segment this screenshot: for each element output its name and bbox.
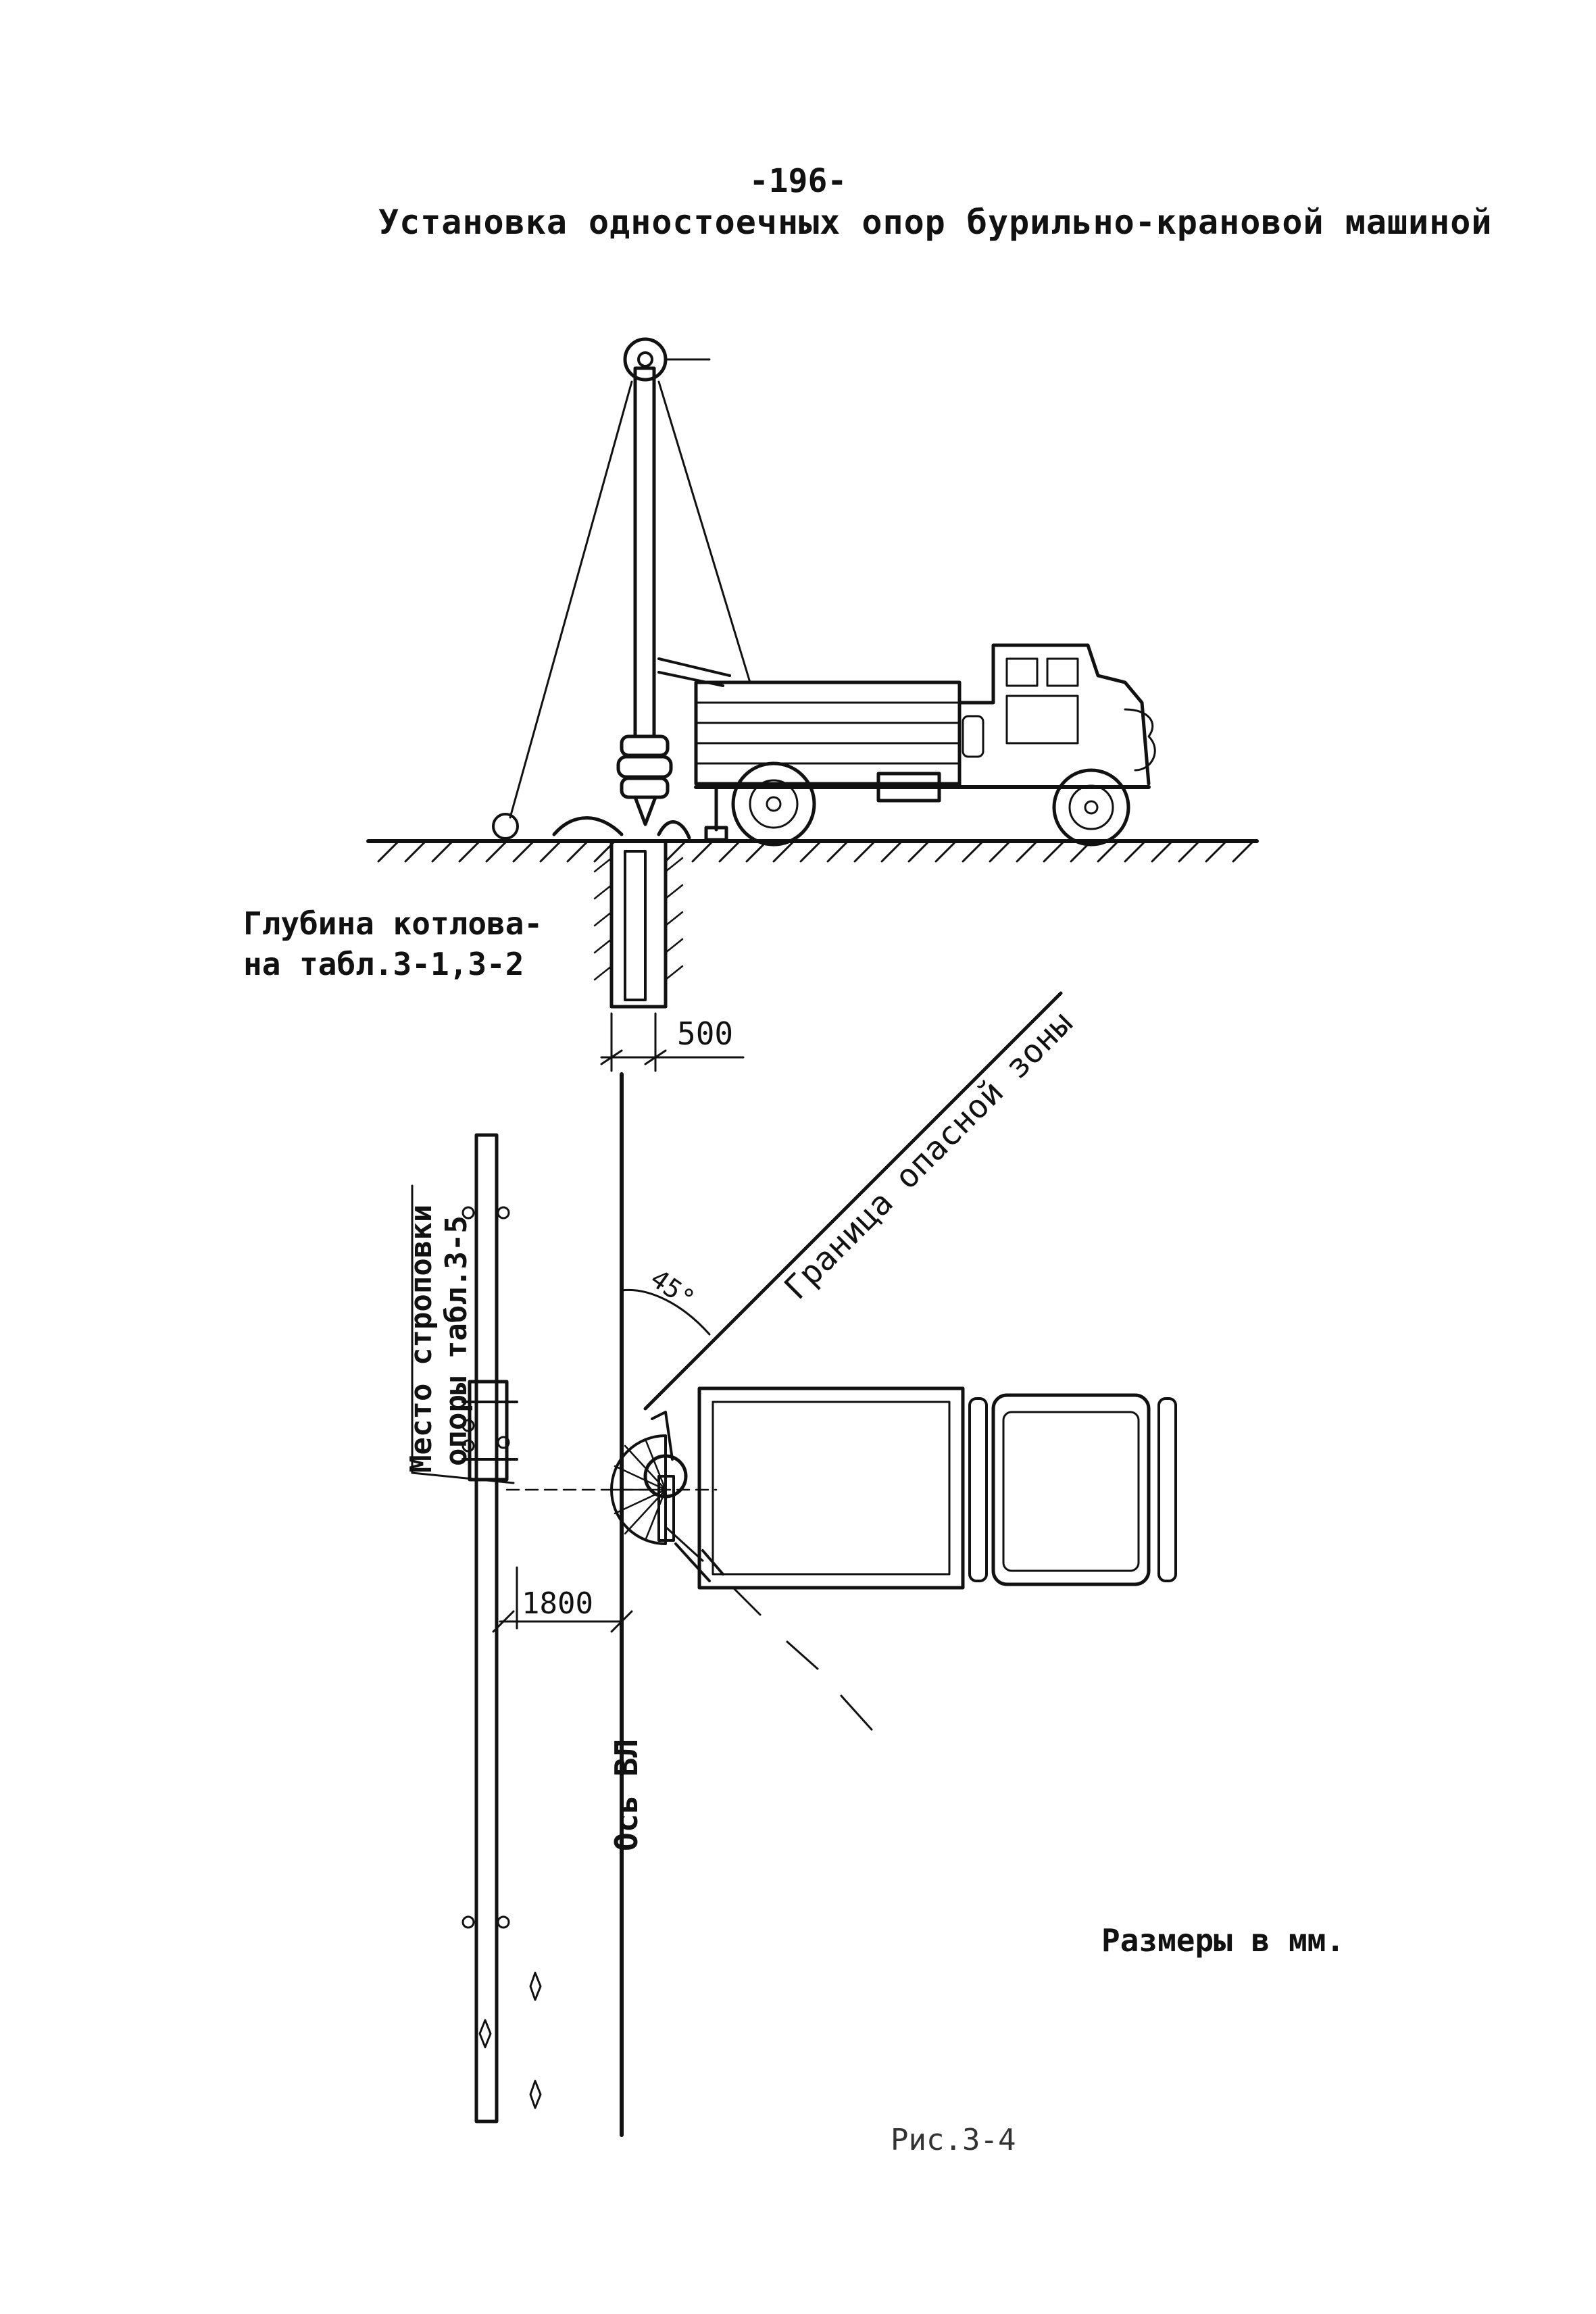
- dimension-500-label: 500: [677, 1015, 734, 1052]
- sling-place-label-line-2: опоры табл.3-5: [439, 1215, 474, 1466]
- page-title: Установка одностоечных опор бурильно-кра…: [378, 203, 1493, 242]
- sling-place-leader: [411, 1184, 515, 1484]
- page-number: -196-: [749, 162, 847, 200]
- pit-depth-label-line-1: Глубина котлова-: [243, 905, 543, 942]
- dimension-500: [600, 1012, 745, 1072]
- danger-zone-boundary: [620, 991, 1063, 1731]
- figure-caption: Рис.3-4: [891, 2123, 1016, 2157]
- units-note: Размеры в мм.: [1101, 1922, 1345, 1959]
- drilling-crane-truck-side-view: [492, 337, 1156, 847]
- dimension-1800: [492, 1566, 633, 1633]
- line-axis-label: Ось ВЛ: [608, 1738, 645, 1851]
- utility-pole: [462, 1133, 542, 2123]
- sling-place-label-line-1: Место строповки: [404, 1204, 439, 1473]
- dimension-1800-label: 1800: [522, 1586, 593, 1621]
- pit-excavation: [593, 839, 684, 1009]
- ground-line: [366, 839, 1259, 863]
- drilling-crane-truck-top-view: [505, 1386, 1177, 1590]
- pit-depth-label-line-2: на табл.3-1,3-2: [243, 946, 524, 982]
